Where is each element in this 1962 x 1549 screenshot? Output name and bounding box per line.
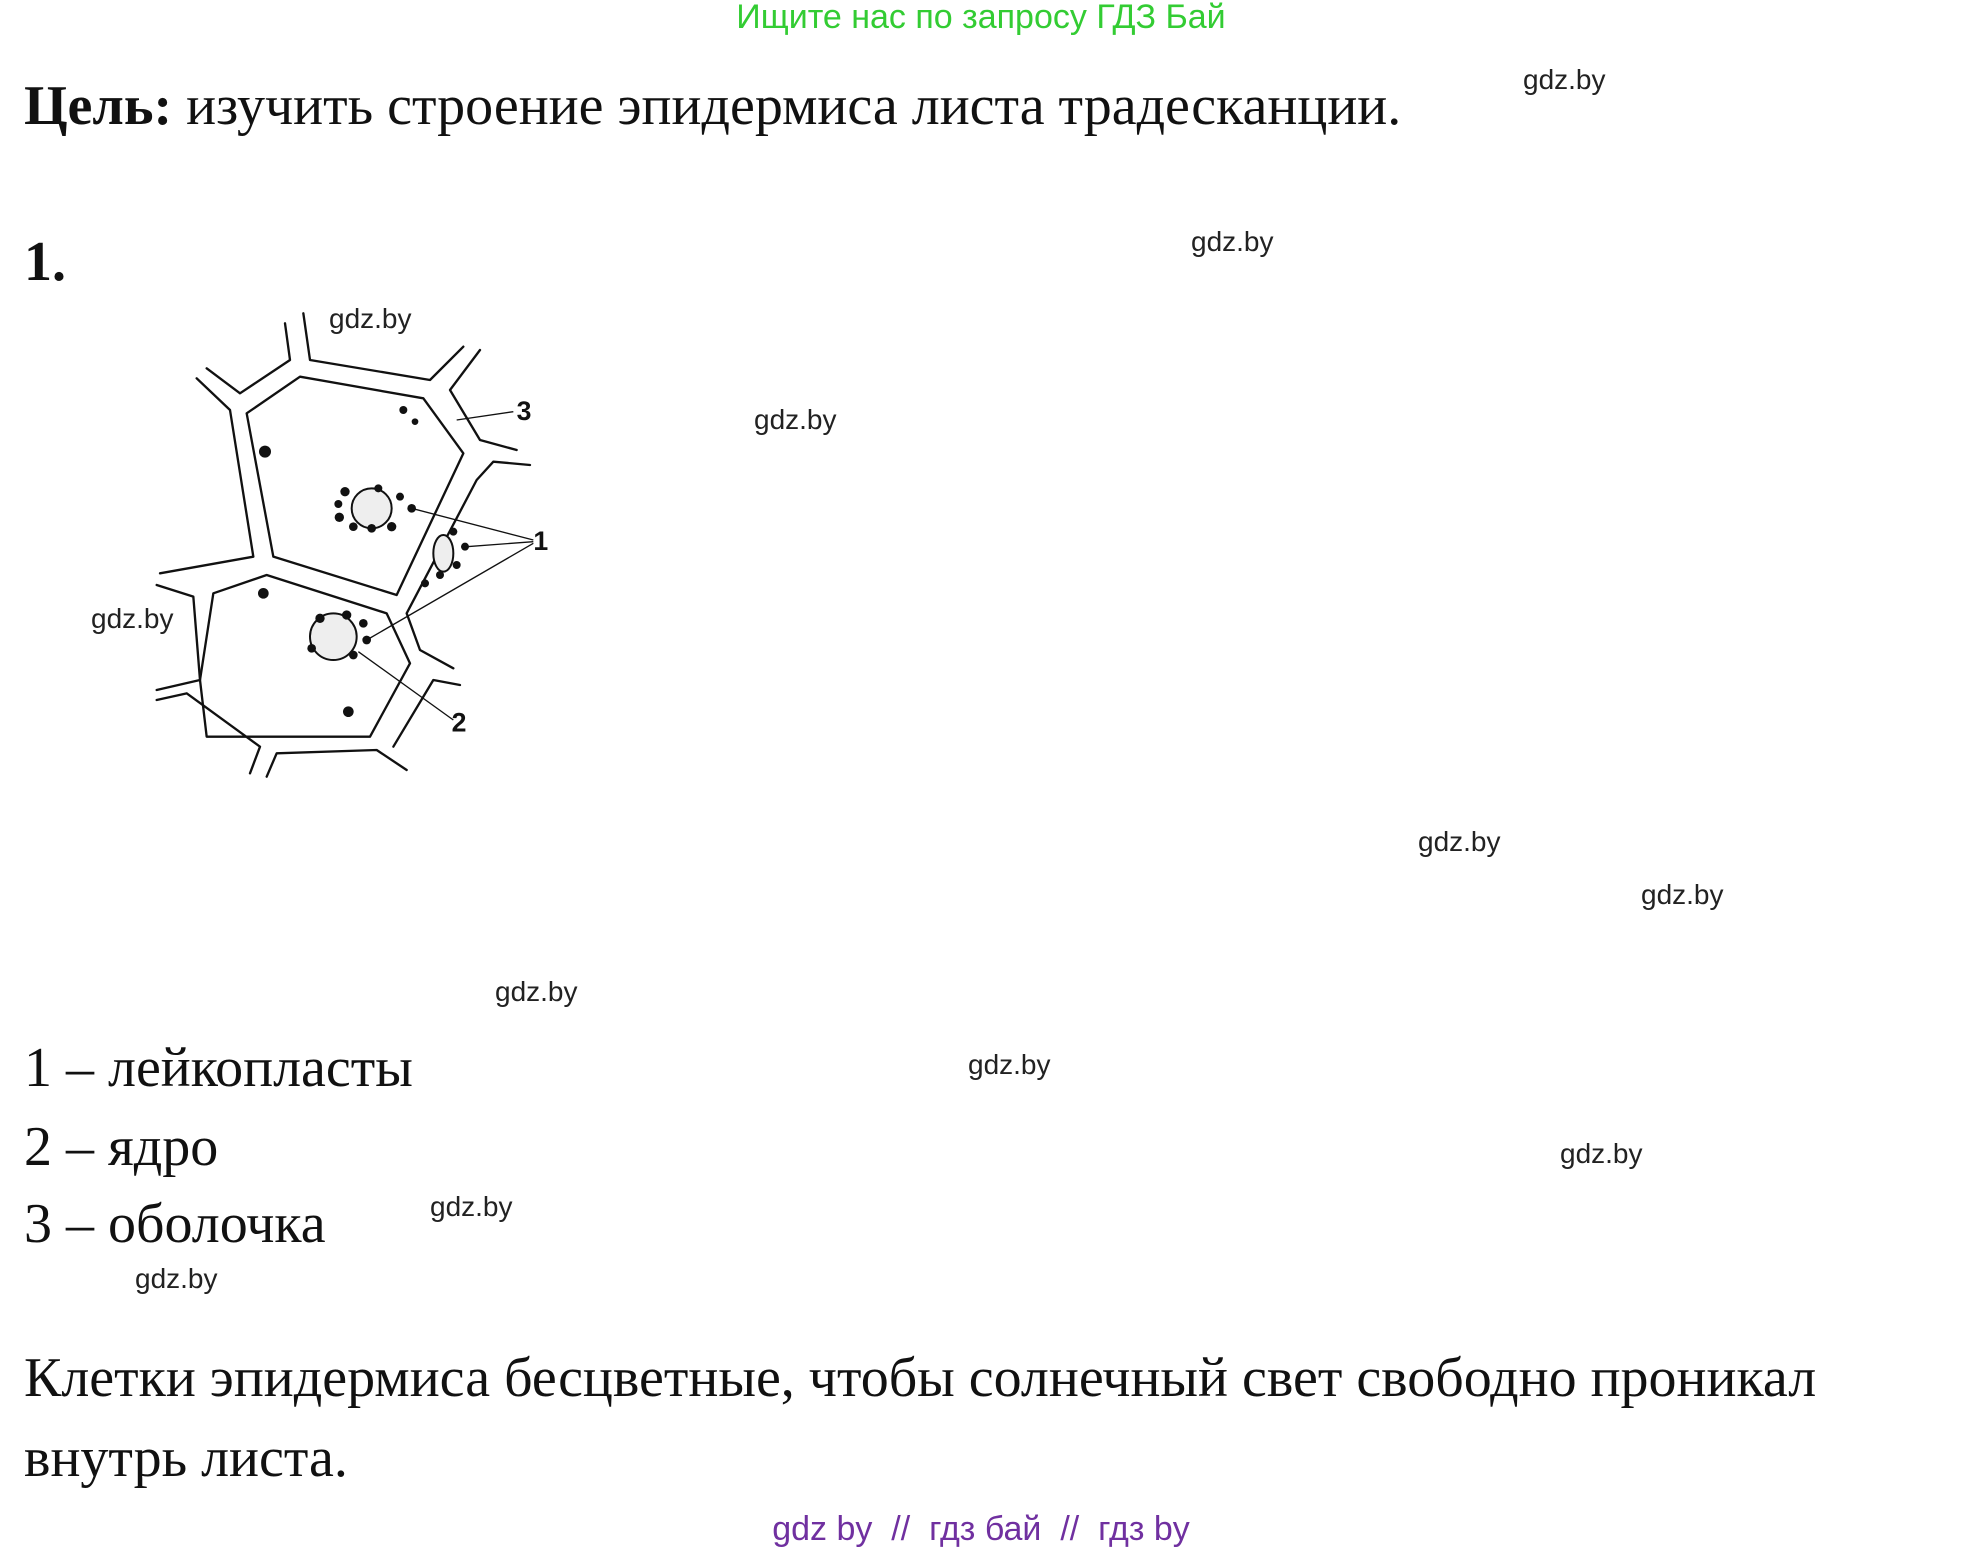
epidermis-cell-diagram: 3 1 2 xyxy=(155,312,548,778)
label-nucleus: 2 xyxy=(452,708,467,738)
footer-links: gdz by // гдз бай // гдз by xyxy=(772,1510,1190,1548)
goal-label: Цель: xyxy=(24,75,173,137)
cell-wall-line xyxy=(405,460,532,670)
lower-cell-outline xyxy=(198,573,412,738)
conclusion-line: Клетки эпидермиса бесцветные, чтобы солн… xyxy=(24,1347,1817,1409)
label-cell-wall: 3 xyxy=(517,396,532,426)
task-number: 1. xyxy=(24,231,66,293)
upper-cell-outline xyxy=(245,375,465,597)
legend-item: 1 – лейкопласты xyxy=(24,1037,413,1099)
watermark: gdz.by xyxy=(754,404,837,435)
watermark: gdz.by xyxy=(91,603,174,634)
watermark: gdz.by xyxy=(1418,826,1501,857)
cell-wall-line xyxy=(392,678,462,748)
leucoplasts xyxy=(258,406,469,717)
watermark: gdz.by xyxy=(430,1191,513,1222)
leader-lines xyxy=(357,411,534,721)
watermark: gdz.by xyxy=(329,303,412,334)
conclusion-line: внутрь листа. xyxy=(24,1427,348,1489)
goal-line: Цель: изучить строение эпидермиса листа … xyxy=(24,78,1401,134)
cell-wall-line xyxy=(265,748,408,778)
watermark: gdz.by xyxy=(1191,226,1274,257)
cell-wall-line xyxy=(448,348,518,452)
cell-wall-line xyxy=(158,377,255,575)
cell-wall-line xyxy=(205,322,292,395)
search-banner: Ищите нас по запросу ГДЗ Бай xyxy=(736,0,1226,36)
cell-wall-line xyxy=(155,692,262,775)
cell-wall-line xyxy=(155,583,202,692)
legend-item: 2 – ядро xyxy=(24,1116,219,1178)
watermark: gdz.by xyxy=(1560,1138,1643,1169)
nucleus xyxy=(309,612,358,661)
cell-wall-line xyxy=(302,312,465,382)
label-leucoplasts: 1 xyxy=(533,526,548,556)
legend-item: 3 – оболочка xyxy=(24,1193,326,1255)
watermark: gdz.by xyxy=(968,1049,1051,1080)
watermark: gdz.by xyxy=(135,1263,218,1294)
goal-text: изучить строение эпидермиса листа традес… xyxy=(172,75,1402,137)
watermark: gdz.by xyxy=(1523,64,1606,95)
watermark: gdz.by xyxy=(1641,879,1724,910)
nucleus xyxy=(432,533,455,573)
nucleus xyxy=(350,487,393,530)
watermark: gdz.by xyxy=(495,976,578,1007)
